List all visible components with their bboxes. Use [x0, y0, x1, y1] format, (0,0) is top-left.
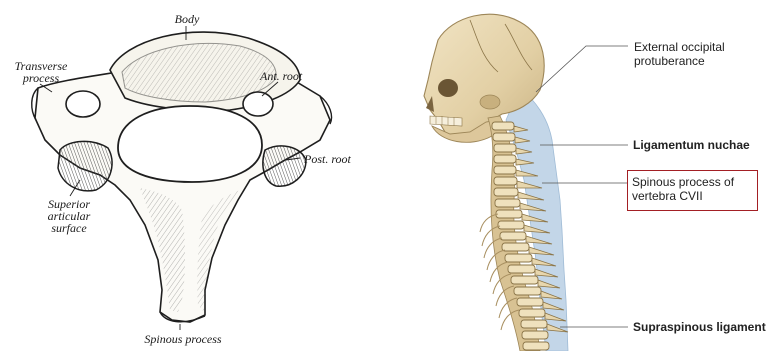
label-external-occipital-line1: External occipital	[634, 40, 725, 54]
label-post-root: Post. root	[304, 153, 351, 165]
label-supraspinous-ligament: Supraspinous ligament	[633, 320, 766, 334]
label-body: Body	[172, 13, 202, 25]
label-spinous-process: Spinous process	[128, 333, 238, 345]
head-spine-illustration	[424, 14, 628, 351]
label-external-occipital-line2: protuberance	[634, 54, 725, 68]
label-external-occipital-protuberance: External occipital protuberance	[634, 40, 725, 68]
label-transverse-process-line2: process	[10, 72, 72, 84]
label-spinous-cvii-line1: Spinous process of	[632, 175, 734, 189]
label-superior-line3: surface	[38, 222, 100, 234]
label-ant-root: Ant. root	[260, 70, 302, 82]
label-spinous-process-cvii: Spinous process of vertebra CVII	[632, 175, 734, 203]
label-spinous-cvii-line2: vertebra CVII	[632, 189, 734, 203]
label-ligamentum-nuchae: Ligamentum nuchae	[633, 138, 750, 152]
label-transverse-process: Transverse process	[10, 60, 72, 84]
label-superior-articular-surface: Superior articular surface	[38, 198, 100, 234]
